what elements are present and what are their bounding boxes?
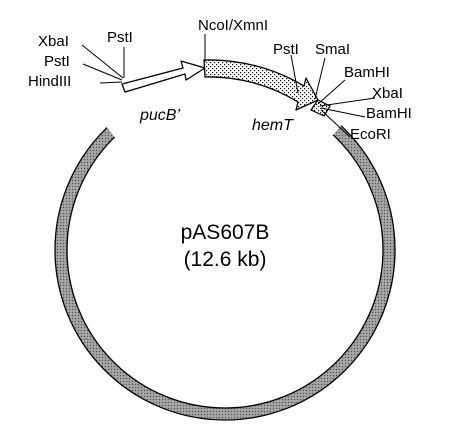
insert-junction-right xyxy=(310,99,331,117)
gene-label-pucb: pucB’ xyxy=(139,107,180,124)
site-xbal-left: XbaI xyxy=(38,33,69,50)
site-ecori: EcoRI xyxy=(350,126,391,143)
right-site-leaders xyxy=(317,79,376,138)
plasmid-name: pAS607B xyxy=(181,221,270,244)
pucb-arrow xyxy=(121,60,206,93)
site-pstl-left: PstI xyxy=(44,53,70,70)
site-xbal-right: XbaI xyxy=(372,85,403,102)
site-hindiii: HindIII xyxy=(28,73,71,90)
site-bamhi-2: BamHI xyxy=(366,105,412,122)
gene-label-hemt: hemT xyxy=(252,117,294,134)
top-site-leaders xyxy=(204,34,326,100)
site-pstl-top-left: PstI xyxy=(107,29,133,46)
site-ncol-xmnl: NcoI/XmnI xyxy=(198,17,268,34)
site-smal: SmaI xyxy=(315,41,350,58)
left-site-leaders xyxy=(81,44,125,84)
site-pstl-top: PstI xyxy=(273,41,299,58)
site-bamhi-1: BamHI xyxy=(344,64,390,81)
plasmid-size: (12.6 kb) xyxy=(184,248,267,271)
